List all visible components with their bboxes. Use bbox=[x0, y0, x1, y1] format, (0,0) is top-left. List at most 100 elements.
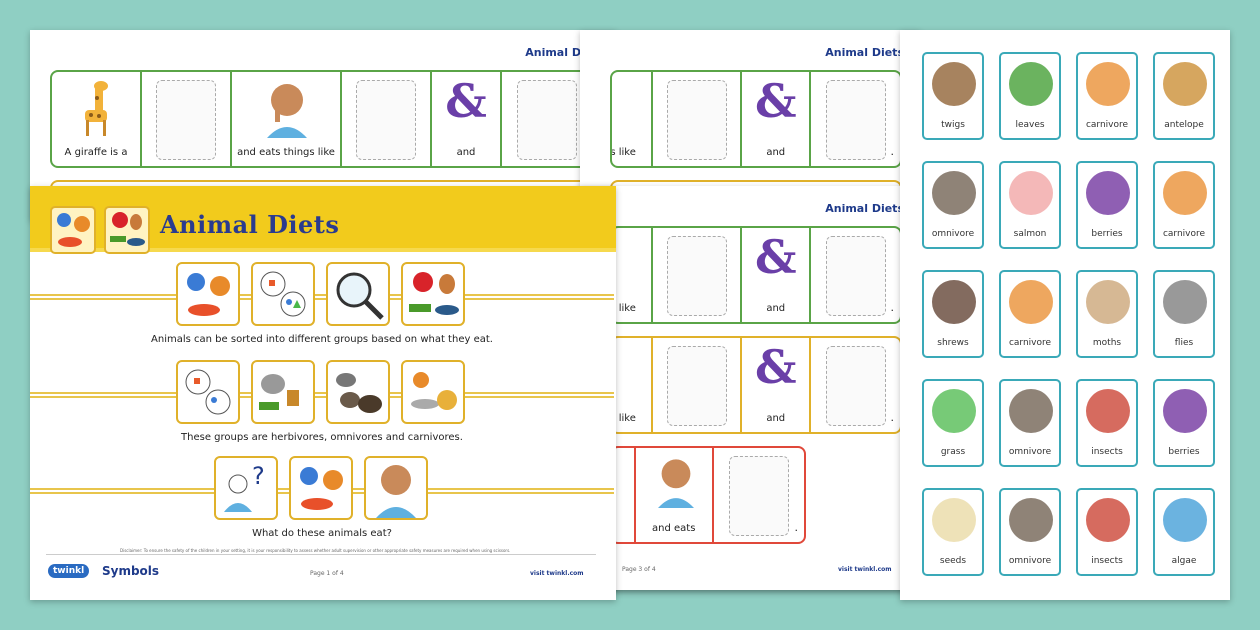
omnivore-symbol bbox=[326, 360, 390, 424]
card-label: seeds bbox=[939, 556, 967, 566]
card-leaves[interactable]: leaves bbox=[999, 52, 1061, 140]
svg-text:?: ? bbox=[252, 462, 265, 490]
strip-cell-blank-end[interactable]: . bbox=[811, 72, 900, 166]
card-carnivore[interactable]: carnivore bbox=[1076, 52, 1138, 140]
strip-cell-blank-end[interactable]: . bbox=[811, 228, 900, 322]
card-insects[interactable]: insects bbox=[1076, 379, 1138, 467]
carnivore-icon bbox=[1009, 280, 1053, 324]
card-algae[interactable]: algae bbox=[1153, 488, 1215, 576]
card-flies[interactable]: flies bbox=[1153, 270, 1215, 358]
animals-symbol bbox=[289, 456, 353, 520]
strip-label: and eats things like bbox=[237, 147, 335, 158]
strip-cell-blank[interactable] bbox=[142, 72, 232, 166]
strip-label: A giraffe is a bbox=[64, 147, 128, 158]
page-title: Animal Diets bbox=[160, 210, 340, 239]
caption-1: Animals can be sorted into different gro… bbox=[151, 334, 493, 345]
card-insects[interactable]: insects bbox=[1076, 488, 1138, 576]
strip-cell-blank[interactable] bbox=[342, 72, 432, 166]
sort-groups-symbol bbox=[251, 262, 315, 326]
strip-cell-partial bbox=[612, 448, 636, 542]
strip-cell-blank[interactable] bbox=[653, 228, 743, 322]
card-label: moths bbox=[1092, 338, 1122, 348]
ampersand-icon: & bbox=[754, 230, 797, 284]
card-omnivore[interactable]: omnivore bbox=[999, 379, 1061, 467]
card-salmon[interactable]: salmon bbox=[999, 161, 1061, 249]
strip-cell-eats: gs like bbox=[612, 338, 654, 432]
salmon-icon bbox=[1009, 171, 1053, 215]
card-label: omnivore bbox=[931, 229, 975, 239]
card-label: carnivore bbox=[1162, 229, 1206, 239]
animals-symbol bbox=[176, 262, 240, 326]
card-omnivore[interactable]: omnivore bbox=[922, 161, 984, 249]
caption-3: What do these animals eat? bbox=[252, 528, 392, 539]
moths-icon bbox=[1086, 280, 1130, 324]
card-label: twigs bbox=[941, 120, 965, 130]
card-label: insects bbox=[1091, 447, 1123, 457]
question-symbol: ? bbox=[214, 456, 278, 520]
page-front-3: Animal Diets gs like &and . gs like &and… bbox=[580, 186, 920, 590]
strip-cell-giraffe: A giraffe is a bbox=[52, 72, 142, 166]
row-line bbox=[30, 298, 614, 300]
card-label: algae bbox=[1171, 556, 1197, 566]
shrews-icon bbox=[932, 280, 976, 324]
card-label: salmon bbox=[1013, 229, 1047, 239]
carnivore-symbol bbox=[401, 360, 465, 424]
visit-link[interactable]: visit twinkl.com bbox=[838, 566, 892, 573]
page-header-title: Animal Diets bbox=[825, 46, 904, 59]
card-grass[interactable]: grass bbox=[922, 379, 984, 467]
strip-cell-blank-end[interactable]: . bbox=[502, 72, 592, 166]
row-line bbox=[30, 396, 614, 398]
card-label: antelope bbox=[1164, 120, 1204, 130]
strip-cell-eats: and eats bbox=[636, 448, 714, 542]
strip-cell-blank[interactable] bbox=[653, 338, 743, 432]
card-label: carnivore bbox=[1085, 120, 1129, 130]
visit-link[interactable]: visit twinkl.com bbox=[530, 570, 584, 577]
strip-cell-eats: gs like bbox=[612, 228, 654, 322]
boy-eating-symbol bbox=[364, 456, 428, 520]
disclaimer: Disclaimer: To ensure the safety of the … bbox=[120, 548, 511, 553]
card-omnivore[interactable]: omnivore bbox=[999, 488, 1061, 576]
antelope-icon bbox=[1163, 62, 1207, 106]
sentence-strip: A giraffe is a and eats things like & an… bbox=[50, 70, 594, 168]
insects-icon bbox=[1086, 498, 1130, 542]
strip-cell-blank-end[interactable]: . bbox=[811, 338, 900, 432]
magnifier-symbol bbox=[326, 262, 390, 326]
sentence-strip: and eats . bbox=[610, 446, 806, 544]
leaves-icon bbox=[1009, 62, 1053, 106]
twigs-icon bbox=[932, 62, 976, 106]
sentence-strip: gs like &and . bbox=[610, 336, 902, 434]
card-label: grass bbox=[940, 447, 966, 457]
card-label: berries bbox=[1168, 447, 1200, 457]
strip-cell-blank[interactable] bbox=[653, 72, 743, 166]
card-label: flies bbox=[1174, 338, 1194, 348]
strip-cell-and: &and bbox=[742, 72, 812, 166]
card-twigs[interactable]: twigs bbox=[922, 52, 984, 140]
sort-groups-symbol bbox=[176, 360, 240, 424]
card-label: omnivore bbox=[1008, 447, 1052, 457]
twinkl-logo[interactable]: twinkl bbox=[48, 564, 90, 578]
grass-icon bbox=[932, 389, 976, 433]
omnivore-icon bbox=[1009, 389, 1053, 433]
card-carnivore[interactable]: carnivore bbox=[999, 270, 1061, 358]
card-seeds[interactable]: seeds bbox=[922, 488, 984, 576]
herbivore-symbol bbox=[251, 360, 315, 424]
card-shrews[interactable]: shrews bbox=[922, 270, 984, 358]
card-label: carnivore bbox=[1008, 338, 1052, 348]
card-berries[interactable]: berries bbox=[1153, 379, 1215, 467]
card-antelope[interactable]: antelope bbox=[1153, 52, 1215, 140]
symbols-logo: Symbols bbox=[102, 564, 160, 578]
strip-cell-blank-end[interactable]: . bbox=[714, 448, 804, 542]
card-berries[interactable]: berries bbox=[1076, 161, 1138, 249]
card-label: berries bbox=[1091, 229, 1123, 239]
ampersand-icon: & bbox=[445, 74, 487, 128]
strip-cell-and: & and bbox=[432, 72, 502, 166]
berries-icon bbox=[1163, 389, 1207, 433]
berries-icon bbox=[1086, 171, 1130, 215]
card-moths[interactable]: moths bbox=[1076, 270, 1138, 358]
card-carnivore[interactable]: carnivore bbox=[1153, 161, 1215, 249]
page-cards: twigs leaves carnivore antelope omnivore salm… bbox=[900, 30, 1230, 600]
flies-icon bbox=[1163, 280, 1207, 324]
boy-eating-icon bbox=[657, 459, 694, 508]
carnivore-icon bbox=[1086, 62, 1130, 106]
page-number: Page 1 of 4 bbox=[310, 570, 344, 577]
